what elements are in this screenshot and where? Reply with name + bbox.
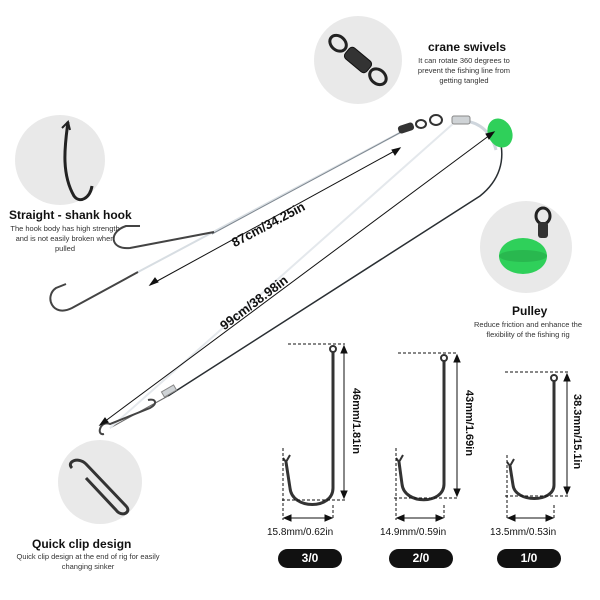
rig-swivels: [397, 114, 471, 134]
size-30-gap: 15.8mm/0.62in: [267, 527, 334, 538]
swivels-title: crane swivels: [428, 40, 507, 54]
size-10-length: 38.3mm/15.1in: [571, 394, 583, 470]
size-20-length: 43mm/1.69in: [463, 390, 475, 457]
clip-icon: [69, 458, 130, 516]
size-hook-30: [282, 345, 337, 506]
size-10-gap: 13.5mm/0.53in: [490, 527, 557, 538]
rig-pulley: [487, 118, 513, 148]
length-arrow-short: [148, 147, 402, 287]
hook-desc: The hook body has high strength and is n…: [10, 224, 120, 253]
size-30-length: 46mm/1.81in: [350, 388, 362, 455]
clip-desc: Quick clip design at the end of rig for …: [16, 552, 160, 571]
pulley-title: Pulley: [512, 304, 548, 318]
rig-hook-top: [112, 225, 215, 250]
size-pill-20: 2/0: [389, 549, 453, 568]
hook-title: Straight - shank hook: [9, 208, 132, 222]
size-pill-10: 1/0: [497, 549, 561, 568]
rig-hook-bottom: [49, 271, 139, 312]
hook-closeup-icon: [63, 121, 94, 202]
size-hook-10: [506, 374, 558, 500]
swivels-desc: It can rotate 360 degrees to prevent the…: [417, 56, 511, 85]
size-pill-30: 3/0: [278, 549, 342, 568]
size-hook-20: [395, 354, 448, 502]
length-arrow-long: [98, 131, 496, 427]
clip-circle: [58, 440, 142, 524]
clip-title: Quick clip design: [32, 537, 132, 551]
dimension-guides: [282, 343, 571, 522]
pulley-desc: Reduce friction and enhance the flexibil…: [474, 320, 582, 339]
swivel-icon: [328, 33, 388, 87]
hook-circle: [15, 115, 105, 205]
size-20-gap: 14.9mm/0.59in: [380, 527, 447, 538]
pulley-icon: [499, 206, 552, 274]
rig-clip: [98, 398, 156, 436]
